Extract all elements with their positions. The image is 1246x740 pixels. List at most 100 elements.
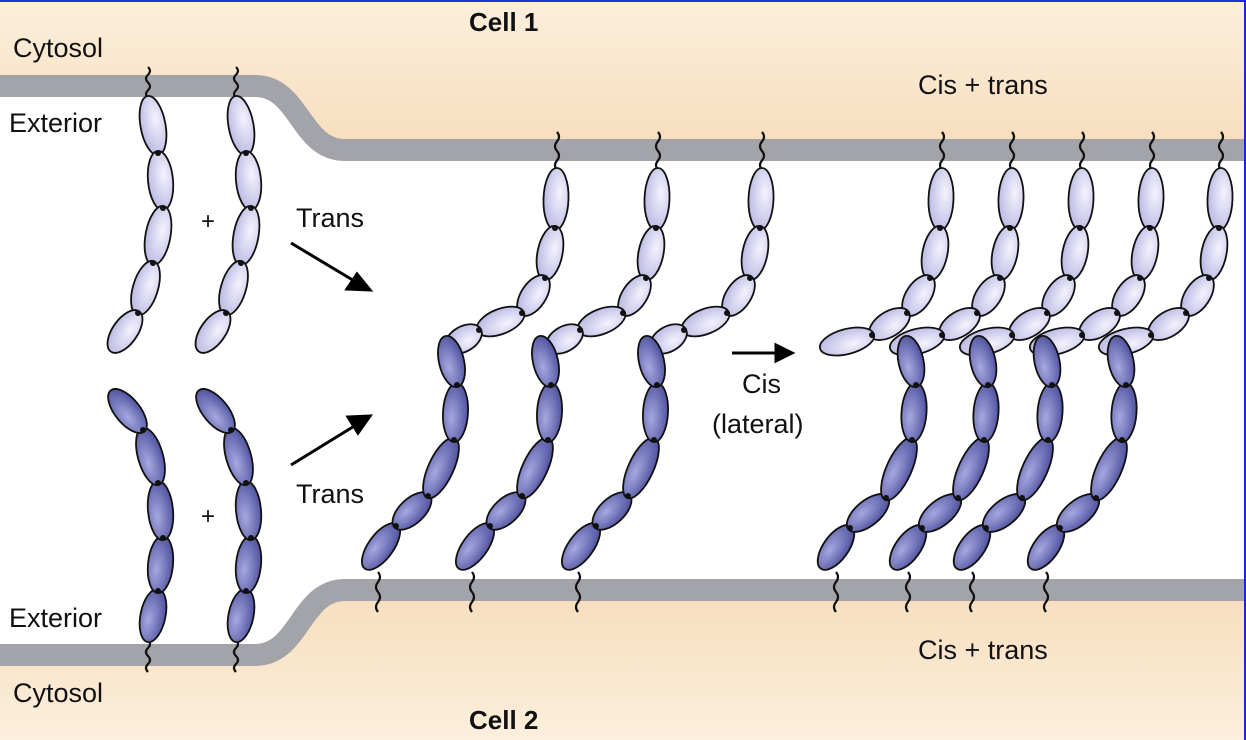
- lattice-light-cadherin-3-domain-2: [1060, 225, 1090, 281]
- lattice-light-anchor-1: [938, 131, 946, 171]
- free-dark-cadherin-1-domain-3: [146, 480, 175, 541]
- lattice-light-cadherin-1-hinge-2: [927, 275, 933, 281]
- lattice-dark-anchor-3: [968, 571, 976, 613]
- lattice-dark-anchor-1: [832, 571, 840, 613]
- trans-light-cadherin-3-domain-2: [740, 225, 770, 281]
- trans-light-cadherin-1-domain-1: [542, 167, 570, 231]
- lattice-dark-cadherin-3-hinge-2: [1019, 495, 1025, 501]
- free-dark-cadherin-2-domain-4: [223, 426, 254, 487]
- lattice-light-cadherin-3-hinge-1: [1077, 225, 1083, 231]
- lattice-dark-cadherin-3-domain-3: [1016, 436, 1054, 502]
- lattice-light-anchor-5: [1217, 131, 1225, 171]
- lattice-dark-cadherin-2-domain-3: [952, 436, 990, 502]
- free-dark-cadherin-2-hinge-1: [243, 588, 249, 594]
- trans-light-cadherin-3-domain-1: [747, 167, 775, 231]
- trans-label-bottom: Trans: [296, 479, 365, 509]
- trans-arrow-top: [290, 241, 374, 292]
- trans-light-cadherin-3-hinge-4: [681, 327, 687, 333]
- trans-light-anchor-2: [654, 131, 662, 171]
- trans-light-cadherin-2-hinge-1: [653, 225, 659, 231]
- lattice-dark-cadherin-3-hinge-4: [1049, 382, 1055, 388]
- cytosol-region-bottom: [0, 590, 1246, 740]
- lattice-light-cadherin-1-hinge-3: [904, 310, 910, 316]
- trans-light-cadherin-3-hinge-1: [757, 225, 763, 231]
- trans-dark-cadherin-3-hinge-2: [625, 493, 631, 499]
- lattice-light-cadherin-4-hinge-1: [1147, 225, 1153, 231]
- frame-edge-right: [1244, 0, 1246, 740]
- lattice-dark-anchor-2: [904, 571, 912, 613]
- lattice-dark-cadherin-4-hinge-3: [1119, 437, 1125, 443]
- trans-light-cadherin-1-hinge-3: [519, 310, 525, 316]
- lattice-light-cadherin-4-hinge-2: [1137, 275, 1143, 281]
- lattice-light-cadherin-2-domain-1: [997, 167, 1025, 231]
- trans-light-cadherin-1-hinge-1: [552, 225, 558, 231]
- free-light-cadherin-1-domain-4: [130, 259, 161, 317]
- lattice-light-cadherin-4-hinge-4: [1079, 332, 1085, 338]
- trans-dark-cadherin-1-hinge-1: [393, 523, 399, 529]
- trans-light-anchor-1: [553, 131, 561, 171]
- trans-dark-cadherin-2-domain-4: [536, 382, 563, 443]
- lattice-light-cadherin-3-hinge-3: [1044, 310, 1050, 316]
- cytosol-region-top: [0, 0, 1246, 150]
- lattice-light-cadherin-2-hinge-4: [939, 332, 945, 338]
- lattice-dark-cadherin-3-hinge-1: [983, 525, 989, 531]
- lattice-light-cadherin-2-hinge-2: [997, 275, 1003, 281]
- trans-dark-cadherin-3-hinge-4: [654, 382, 660, 388]
- trans-light-cadherin-2-hinge-2: [643, 275, 649, 281]
- free-light-cadherin-1-hinge-2: [160, 205, 166, 211]
- cell2-label: Cell 2: [469, 705, 539, 735]
- free-light-anchor-2: [232, 66, 240, 99]
- lattice-light-cadherin-2-hinge-1: [1007, 225, 1013, 231]
- free-light-cadherin-2-hinge-2: [248, 205, 254, 211]
- cis-trans-label-top: Cis + trans: [918, 70, 1048, 100]
- trans-light-cadherin-1-hinge-4: [476, 327, 482, 333]
- trans-light-cadherin-1-hinge-2: [542, 275, 548, 281]
- lattice-dark-cadherin-4-hinge-4: [1123, 382, 1129, 388]
- lattice-dark-cadherin-1-hinge-4: [913, 382, 919, 388]
- trans-dark-cadherin-1-hinge-2: [425, 493, 431, 499]
- free-light-cadherin-2-domain-4: [218, 259, 249, 317]
- lattice-light-cadherin-5-hinge-2: [1206, 275, 1212, 281]
- lateral-label: (lateral): [712, 409, 804, 439]
- trans-dark-cadherin-2-hinge-2: [519, 493, 525, 499]
- trans-dark-anchor-1: [374, 571, 382, 613]
- free-dark-cadherin-2-hinge-3: [243, 480, 249, 486]
- cis-arrow: [732, 342, 796, 364]
- free-dark-cadherin-1-hinge-2: [160, 535, 166, 541]
- plus-sign-bottom: +: [201, 503, 216, 530]
- lattice-dark-cadherin-4-hinge-2: [1093, 495, 1099, 501]
- lattice-dark-cadherin-1-domain-3: [880, 436, 918, 502]
- free-dark-cadherin-2-domain-5: [195, 388, 236, 434]
- lattice-dark-anchor-4: [1042, 571, 1050, 613]
- cytosol-label-top: Cytosol: [13, 33, 104, 63]
- free-light-cadherin-1-domain-3: [143, 205, 173, 266]
- lattice-light-cadherin-2-domain-2: [990, 225, 1020, 281]
- lattice-dark-cadherin-2-hinge-4: [985, 382, 991, 388]
- trans-light-anchor-3: [758, 131, 766, 171]
- free-dark-cadherin-1-hinge-3: [155, 480, 161, 486]
- lattice-light-cadherin-3-hinge-4: [1009, 332, 1015, 338]
- lattice-dark-cadherin-2-hinge-3: [981, 437, 987, 443]
- trans-dark-cadherin-2-hinge-4: [548, 382, 554, 388]
- trans-dark-cadherin-3-domain-3: [622, 436, 660, 500]
- lattice-dark-cadherin-4-domain-3: [1090, 436, 1128, 502]
- cadherin-molecules: [106, 66, 1234, 673]
- lattice-light-cadherin-1-domain-5: [818, 326, 876, 357]
- lattice-dark-cadherin-4-domain-4: [1110, 382, 1138, 443]
- trans-dark-cadherin-2-hinge-1: [487, 523, 493, 529]
- free-light-cadherin-2-hinge-3: [238, 260, 244, 266]
- cell1-label: Cell 1: [469, 7, 539, 37]
- free-light-cadherin-1-hinge-3: [150, 260, 156, 266]
- exterior-label-bottom: Exterior: [9, 603, 103, 633]
- lattice-dark-cadherin-2-hinge-1: [919, 525, 925, 531]
- cell1-membrane: [0, 75, 1246, 161]
- plus-sign-top: +: [201, 208, 216, 235]
- lattice-dark-cadherin-1-hinge-2: [883, 495, 889, 501]
- lattice-light-cadherin-5-domain-2: [1199, 225, 1229, 281]
- lattice-light-cadherin-1-hinge-1: [937, 225, 943, 231]
- lattice-dark-cadherin-1-domain-4: [900, 382, 928, 443]
- free-dark-anchor-2: [232, 639, 240, 673]
- trans-light-cadherin-2-hinge-3: [620, 310, 626, 316]
- lattice-light-cadherin-5-hinge-3: [1183, 310, 1189, 316]
